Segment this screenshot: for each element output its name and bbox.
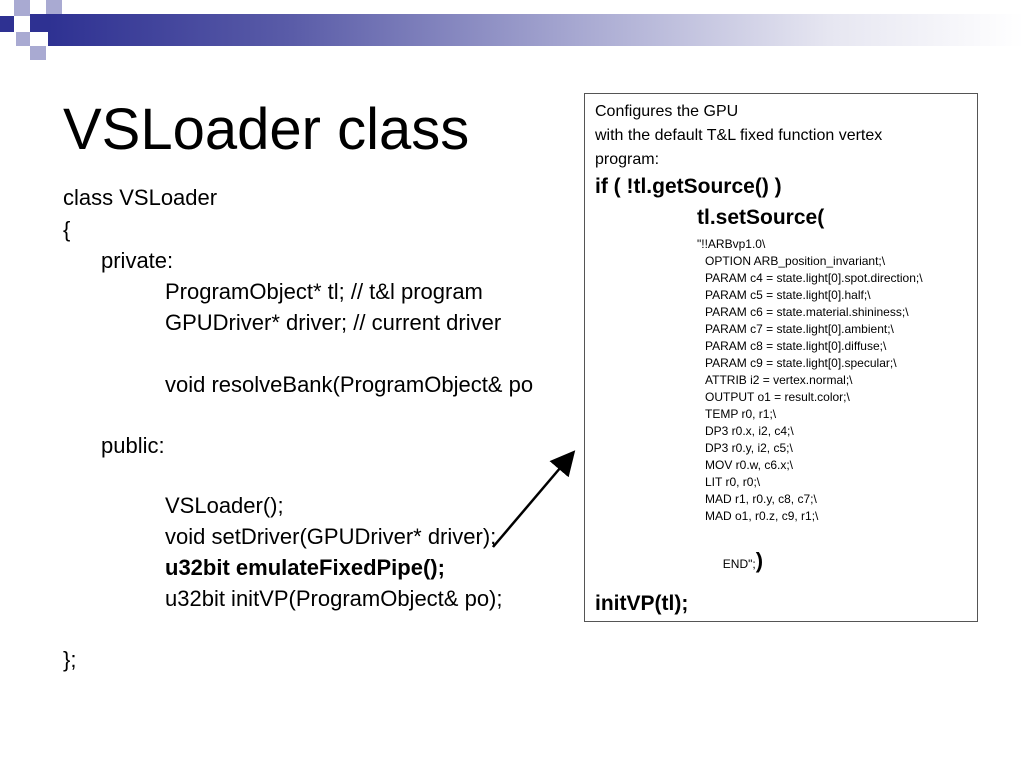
- asm-line: MAD r1, r0.y, c8, c7;\: [705, 492, 817, 506]
- deco-square: [16, 32, 30, 46]
- callout-initvp-line: initVP(tl);: [595, 592, 689, 615]
- code-line: public:: [101, 433, 165, 458]
- asm-line: OUTPUT o1 = result.color;\: [705, 390, 850, 404]
- code-line: ProgramObject* tl; // t&l program: [165, 279, 483, 304]
- deco-square: [30, 14, 48, 32]
- asm-line: PARAM c6 = state.material.shininess;\: [705, 305, 909, 319]
- code-line: {: [63, 217, 71, 242]
- asm-line: PARAM c7 = state.light[0].ambient;\: [705, 322, 894, 336]
- callout-note-line: Configures the GPU: [595, 103, 739, 120]
- asm-line: DP3 r0.x, i2, c4;\: [705, 424, 794, 438]
- callout-setsource-line: tl.setSource(: [697, 206, 825, 229]
- asm-end-line: END";): [705, 530, 763, 592]
- code-line: };: [63, 647, 77, 672]
- callout-box: Configures the GPU with the default T&L …: [584, 93, 978, 622]
- header-decoration: [0, 0, 1024, 64]
- asm-line: TEMP r0, r1;\: [705, 407, 777, 421]
- code-line: class VSLoader: [63, 185, 218, 210]
- asm-line: PARAM c9 = state.light[0].specular;\: [705, 356, 897, 370]
- code-line: VSLoader();: [165, 493, 284, 518]
- callout-note-line: program:: [595, 151, 660, 168]
- asm-line: MOV r0.w, c6.x;\: [705, 458, 794, 472]
- code-line: void resolveBank(ProgramObject& po: [165, 372, 534, 397]
- asm-line: PARAM c4 = state.light[0].spot.direction…: [705, 271, 923, 285]
- code-line: void setDriver(GPUDriver* driver);: [165, 524, 497, 549]
- asm-line: PARAM c8 = state.light[0].diffuse;\: [705, 339, 887, 353]
- code-line: u32bit initVP(ProgramObject& po);: [165, 586, 503, 611]
- asm-line: ATTRIB i2 = vertex.normal;\: [705, 373, 853, 387]
- asm-line: OPTION ARB_position_invariant;\: [705, 254, 886, 268]
- asm-line: DP3 r0.y, i2, c5;\: [705, 441, 793, 455]
- asm-line: LIT r0, r0;\: [705, 475, 761, 489]
- code-line: private:: [101, 248, 174, 273]
- deco-square: [14, 0, 30, 16]
- asm-line: "!!ARBvp1.0\: [697, 237, 766, 251]
- asm-end-text: END";: [722, 557, 756, 571]
- deco-square: [46, 0, 62, 14]
- callout-if-line: if ( !tl.getSource() ): [595, 175, 782, 198]
- deco-square: [0, 16, 14, 32]
- callout-note-line: with the default T&L fixed function vert…: [595, 127, 883, 144]
- slide-title: VSLoader class: [63, 97, 470, 162]
- asm-line: MAD o1, r0.z, c9, r1;\: [705, 509, 819, 523]
- deco-square: [30, 46, 46, 60]
- header-gradient-band: [48, 14, 1024, 46]
- code-line-highlight: u32bit emulateFixedPipe();: [165, 555, 445, 580]
- asm-line: PARAM c5 = state.light[0].half;\: [705, 288, 871, 302]
- code-line: GPUDriver* driver; // current driver: [165, 310, 502, 335]
- close-paren: ): [755, 548, 764, 573]
